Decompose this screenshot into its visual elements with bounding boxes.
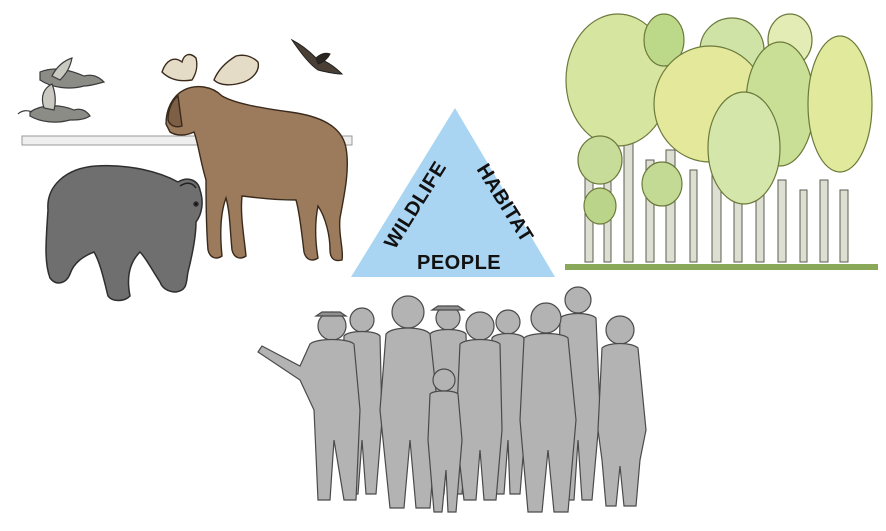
people-group-illustration: [257, 286, 647, 513]
eagle-illustration: [290, 38, 344, 75]
triangle-diagram: [351, 108, 555, 277]
moose-illustration: [161, 53, 349, 262]
triangle-shape: [351, 108, 555, 277]
tree-canopies: [565, 13, 873, 225]
fence-rail: [21, 135, 353, 146]
bear-illustration: [45, 164, 203, 302]
forest-grass: [565, 264, 878, 270]
geese-illustration: [17, 57, 106, 123]
forest-illustration: [565, 13, 878, 270]
label-people: PEOPLE: [417, 252, 502, 274]
